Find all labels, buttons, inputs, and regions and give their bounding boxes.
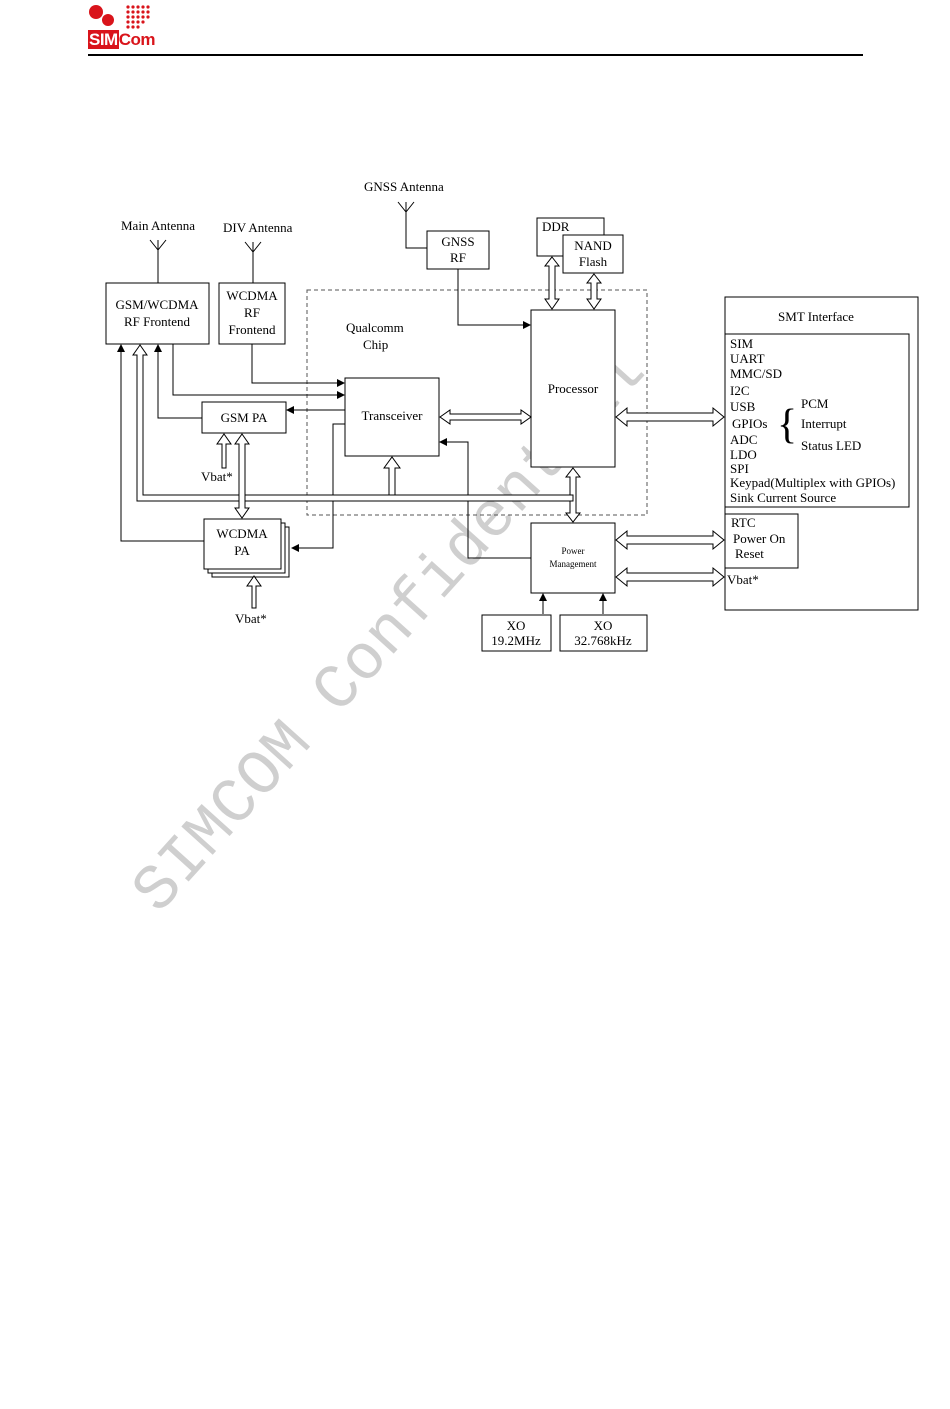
vbat-wcdma-label: Vbat*	[235, 611, 267, 626]
wcdma-rf-label-1: WCDMA	[226, 288, 278, 303]
smt-item: USB	[730, 399, 756, 414]
gpio-function: PCM	[801, 396, 829, 411]
smt-item: ADC	[730, 432, 757, 447]
wcdma-rf-label-3: Frontend	[229, 322, 276, 337]
smt-title: SMT Interface	[778, 309, 854, 324]
div-antenna-label: DIV Antenna	[223, 220, 293, 235]
simcom-logo	[88, 2, 168, 52]
logo-dots-icon	[89, 5, 150, 29]
gnss-rf-label-1: GNSS	[441, 234, 474, 249]
qualcomm-chip-label-2: Chip	[363, 337, 388, 352]
xo-32-768khz	[559, 614, 648, 652]
xo1-label-1: XO	[507, 618, 526, 633]
xo2-label-1: XO	[594, 618, 613, 633]
smt-item: SPI	[730, 461, 749, 476]
wcdma-pa	[203, 518, 282, 570]
gsm-pa-label: GSM PA	[221, 410, 268, 425]
wcdma-pa-label-2: PA	[234, 543, 250, 558]
power-rail	[132, 344, 574, 519]
power-mgmt-label-2: Management	[550, 559, 597, 569]
rtc-item: Reset	[735, 546, 764, 561]
main-antenna-icon	[149, 239, 167, 283]
logo-wordmark: SIMCom	[88, 30, 156, 50]
power-management	[530, 522, 616, 594]
gpio-function: Interrupt	[801, 416, 847, 431]
xo-19-2mhz	[481, 614, 552, 652]
logo-sim: SIM	[88, 30, 119, 49]
gpio-brace-icon: {	[777, 402, 797, 448]
gnss-antenna-icon	[397, 201, 427, 249]
bus-arrows	[216, 256, 725, 609]
wcdma-rf-label-2: RF	[244, 305, 260, 320]
signal-wires	[117, 269, 607, 614]
gnss-antenna-label: GNSS Antenna	[364, 179, 444, 194]
smt-item: I2C	[730, 383, 750, 398]
xo1-label-2: 19.2MHz	[491, 633, 541, 648]
smt-item: SIM	[730, 336, 754, 351]
gsm-wcdma-rf-label-2: RF Frontend	[124, 314, 191, 329]
smt-rtc-group	[724, 513, 799, 569]
logo-com: Com	[118, 30, 156, 49]
transceiver-label: Transceiver	[362, 408, 424, 423]
processor-label: Processor	[548, 381, 599, 396]
gsm-pa	[201, 401, 287, 434]
xo2-label-2: 32.768kHz	[574, 633, 632, 648]
smt-signal-group	[724, 333, 910, 508]
smt-item: MMC/SD	[730, 366, 782, 381]
nand-label-2: Flash	[579, 254, 608, 269]
rtc-item: RTC	[731, 515, 756, 530]
smt-item: Sink Current Source	[730, 490, 836, 505]
qualcomm-chip-label-1: Qualcomm	[346, 320, 404, 335]
smt-item: LDO	[730, 447, 757, 462]
div-antenna-icon	[244, 241, 262, 283]
ddr-label: DDR	[542, 219, 570, 234]
rtc-item: Power On	[733, 531, 786, 546]
gsm-wcdma-rf-label-1: GSM/WCDMA	[115, 297, 199, 312]
smt-item-list: SIM UART MMC/SD I2C USB GPIOs ADC LDO SP…	[730, 336, 895, 505]
wcdma-rf-frontend	[218, 282, 286, 345]
smt-item: GPIOs	[732, 416, 767, 431]
smt-vbat-label: Vbat*	[727, 572, 759, 587]
nand-flash	[562, 234, 624, 274]
wcdma-pa-label-1: WCDMA	[216, 526, 268, 541]
processor	[530, 309, 616, 468]
transceiver	[344, 377, 440, 457]
main-antenna-label: Main Antenna	[121, 218, 195, 233]
power-mgmt-label-1: Power	[562, 546, 585, 556]
vbat-gsm-label: Vbat*	[201, 469, 233, 484]
gpio-function: Status LED	[801, 438, 861, 453]
qualcomm-chip-boundary	[306, 289, 648, 516]
header-rule	[88, 54, 863, 56]
gnss-rf	[426, 230, 490, 270]
nand-label-1: NAND	[574, 238, 612, 253]
smt-item: Keypad(Multiplex with GPIOs)	[730, 475, 895, 490]
smt-item: UART	[730, 351, 765, 366]
gnss-rf-label-2: RF	[450, 250, 466, 265]
